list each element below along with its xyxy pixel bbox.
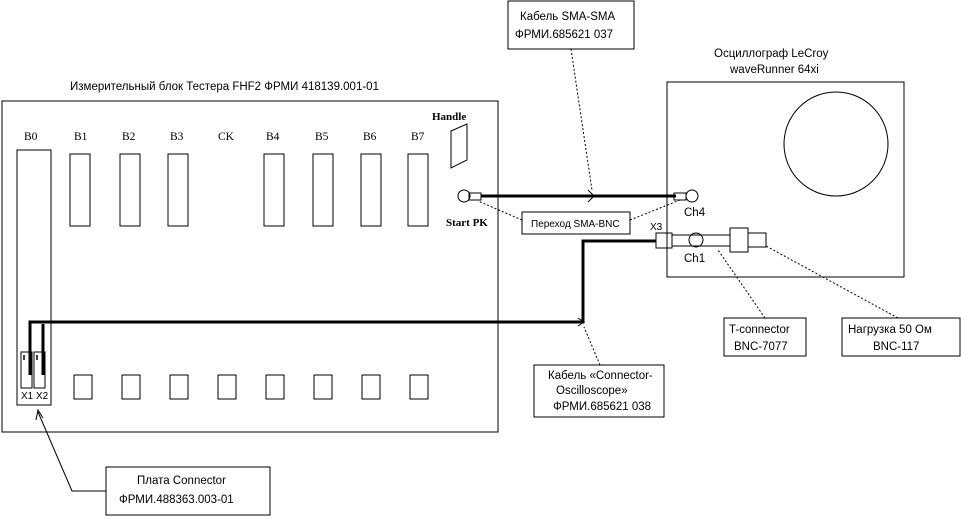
lower-slot-b4 [265, 374, 285, 400]
board-leader [37, 411, 106, 492]
tconnector-assembly [655, 227, 767, 253]
tconnector-line2: BNC-7077 [734, 341, 788, 353]
board-line2: ФРМИ.488363.003-01 [119, 494, 234, 506]
cable-sma-line2: ФРМИ.685621 037 [515, 29, 613, 41]
ch4-label: Ch4 [684, 207, 706, 219]
tester-title: Измерительный блок Тестера FHF2 ФРМИ 418… [70, 81, 379, 93]
start-pk-connector-icon [457, 189, 482, 203]
slot-label-b6: B6 [363, 131, 377, 143]
upper-slot-b6 [360, 153, 382, 227]
board-connectors [20, 351, 46, 389]
connector-x1 [20, 351, 33, 389]
lower-slot-ck [217, 374, 237, 400]
upper-slot-b3 [167, 153, 189, 227]
lower-slot-b5 [313, 374, 333, 400]
start-pk-label: Start PK [446, 217, 488, 229]
upper-slot-b1 [69, 153, 91, 227]
lower-slot-b3 [169, 374, 189, 400]
cable-conn-leader [583, 326, 601, 366]
slot-label-b5: B5 [315, 131, 329, 143]
handle-icon [450, 123, 468, 169]
board-line1: Плата Connector [137, 475, 226, 487]
board-label-box [105, 466, 271, 516]
cable-sma-label-box [507, 0, 635, 50]
adapter-sma-bnc-label: Переход SMA-BNC [531, 219, 620, 230]
cable-conn-line1: Кабель «Connector- [548, 370, 653, 382]
lower-slot-b2 [121, 374, 141, 400]
handle-label: Handle [432, 111, 466, 123]
cable-conn-line2: Oscilloscope» [556, 385, 628, 397]
load-line1: Нагрузка 50 Ом [848, 324, 932, 336]
upper-slot-b2 [119, 153, 141, 227]
scope-name-line2: waveRunner 64xi [729, 64, 819, 76]
adapter-leader-right [629, 199, 681, 221]
slot-label-b3: B3 [170, 131, 184, 143]
tconnector-label-box [723, 317, 807, 357]
cable-conn-line3: ФРМИ.685621 038 [553, 401, 651, 413]
oscilloscope-screen-icon [783, 91, 889, 197]
load-line2: BNC-117 [873, 341, 919, 353]
ch4-connector-icon [673, 189, 699, 203]
load-label-box [841, 317, 961, 357]
tconnector-nut [729, 227, 749, 253]
ch1-jack-icon [688, 232, 704, 248]
slot-label-b2: B2 [122, 131, 136, 143]
scope-name-line1: Осциллограф LeCroy [714, 48, 829, 60]
cable-conn-label-box [533, 364, 665, 418]
lower-slot-b6 [361, 374, 381, 400]
cable-sma-line1: Кабель SMA-SMA [520, 11, 615, 23]
slot-label-b0: B0 [24, 131, 38, 143]
slot-label-ck: CK [218, 131, 235, 143]
adapter-sma-bnc-box [521, 211, 631, 235]
cable-conn-arrow-icon [577, 317, 585, 327]
upper-slot-b5 [312, 153, 334, 227]
slot-b0 [16, 149, 52, 406]
slot-label-b1: B1 [74, 131, 88, 143]
tconnector-line1: T-connector [729, 324, 790, 336]
lower-slots [73, 374, 429, 400]
oscilloscope-box [666, 81, 905, 278]
x1-label: X1 [21, 391, 34, 402]
cable-sma-leader [570, 48, 593, 191]
load-leader [765, 245, 899, 319]
tconnector-leader [717, 249, 766, 319]
ch1-label: Ch1 [684, 253, 705, 265]
board-leader-arrow-icon [35, 408, 44, 421]
slot-label-b7: B7 [411, 131, 425, 143]
load-terminator [747, 232, 767, 248]
lower-slot-b1 [73, 374, 93, 400]
cable-connector-oscilloscope [28, 239, 656, 375]
cable-sma-arrow-icon [587, 189, 595, 203]
x3-label: X3 [650, 222, 663, 233]
upper-slot-b4 [263, 153, 285, 227]
connector-x2 [33, 351, 46, 389]
lower-slot-b7 [409, 374, 429, 400]
upper-slot-b7 [407, 153, 429, 227]
upper-slots [69, 153, 429, 227]
slot-label-b4: B4 [266, 131, 280, 143]
tester-block [1, 100, 499, 433]
x3-plug [655, 232, 673, 249]
x2-label: X2 [36, 391, 49, 402]
